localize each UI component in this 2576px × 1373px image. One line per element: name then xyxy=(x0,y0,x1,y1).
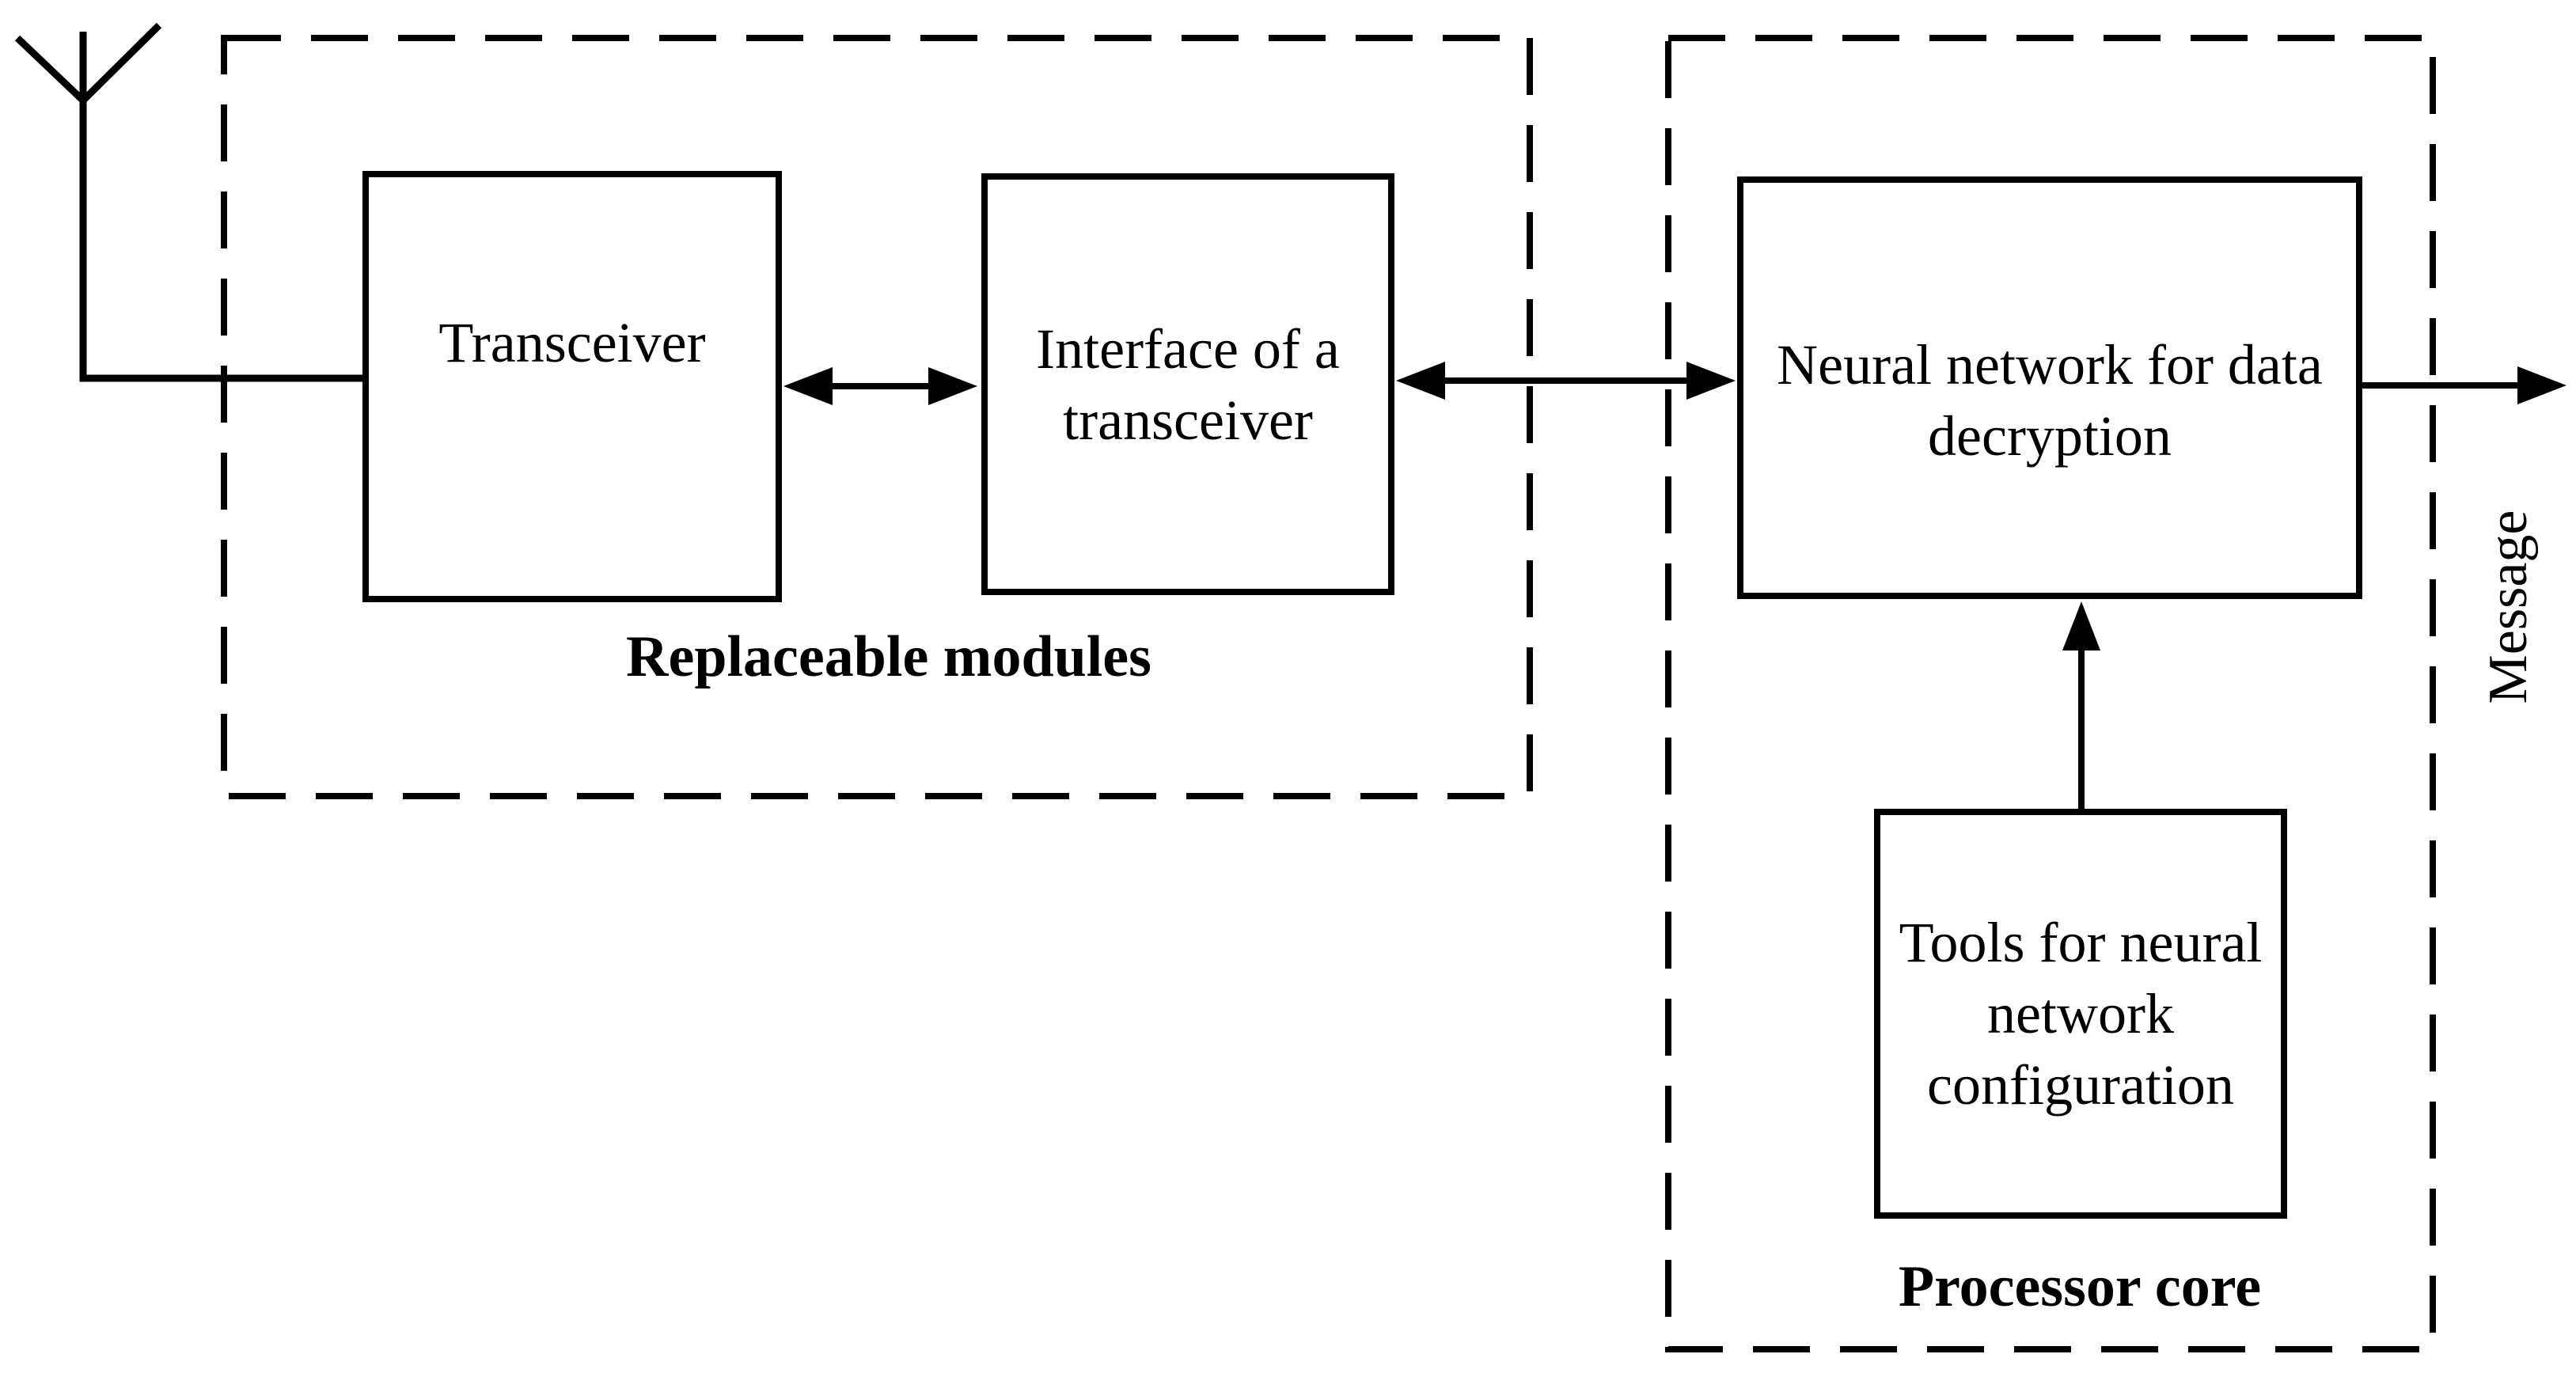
arrowhead-right-icon xyxy=(928,367,977,405)
message-label: Message xyxy=(2478,510,2539,704)
arrow-transceiver-interface xyxy=(783,367,977,405)
neural-network-label-line-1: Neural network for data xyxy=(1777,333,2323,396)
processor-core-dashed-box xyxy=(1665,35,2436,1352)
arrowhead-left-icon xyxy=(783,367,833,405)
arrow-interface-neural-network xyxy=(1396,362,1736,400)
arrowhead-right-icon xyxy=(2517,366,2567,404)
processor-core-label: Processor core xyxy=(1898,1254,2262,1319)
interface-of-transceiver-box: Interface of a transceiver xyxy=(981,173,1394,595)
arrowhead-right-icon xyxy=(1686,362,1736,400)
antenna-arms xyxy=(14,22,162,106)
interface-label-line-2: transceiver xyxy=(1063,388,1313,452)
arrow-tools-to-neural-network xyxy=(2062,601,2100,810)
tools-box: Tools for neural network configuration xyxy=(1874,809,2287,1219)
arrow-neural-network-output xyxy=(2362,366,2567,404)
neural-network-label-line-2: decryption xyxy=(1928,404,2172,468)
arrowhead-up-icon xyxy=(2062,601,2100,650)
transceiver-box: Transceiver xyxy=(362,171,782,602)
transceiver-label: Transceiver xyxy=(438,310,706,374)
tools-label-line-1: Tools for neural xyxy=(1899,911,2263,974)
tools-label-line-3: configuration xyxy=(1927,1053,2234,1117)
neural-network-label: Neural network for data decryption xyxy=(1777,329,2323,472)
antenna-icon xyxy=(14,22,362,382)
replaceable-modules-label: Replaceable modules xyxy=(626,624,1151,689)
tools-label-line-2: network xyxy=(1987,982,2174,1045)
interface-label-line-1: Interface of a xyxy=(1036,317,1340,381)
arrowhead-left-icon xyxy=(1396,362,1445,400)
neural-network-box: Neural network for data decryption xyxy=(1737,176,2362,599)
replaceable-modules-dashed-box xyxy=(221,35,1533,799)
antenna-mast-and-feed-line xyxy=(79,32,362,382)
